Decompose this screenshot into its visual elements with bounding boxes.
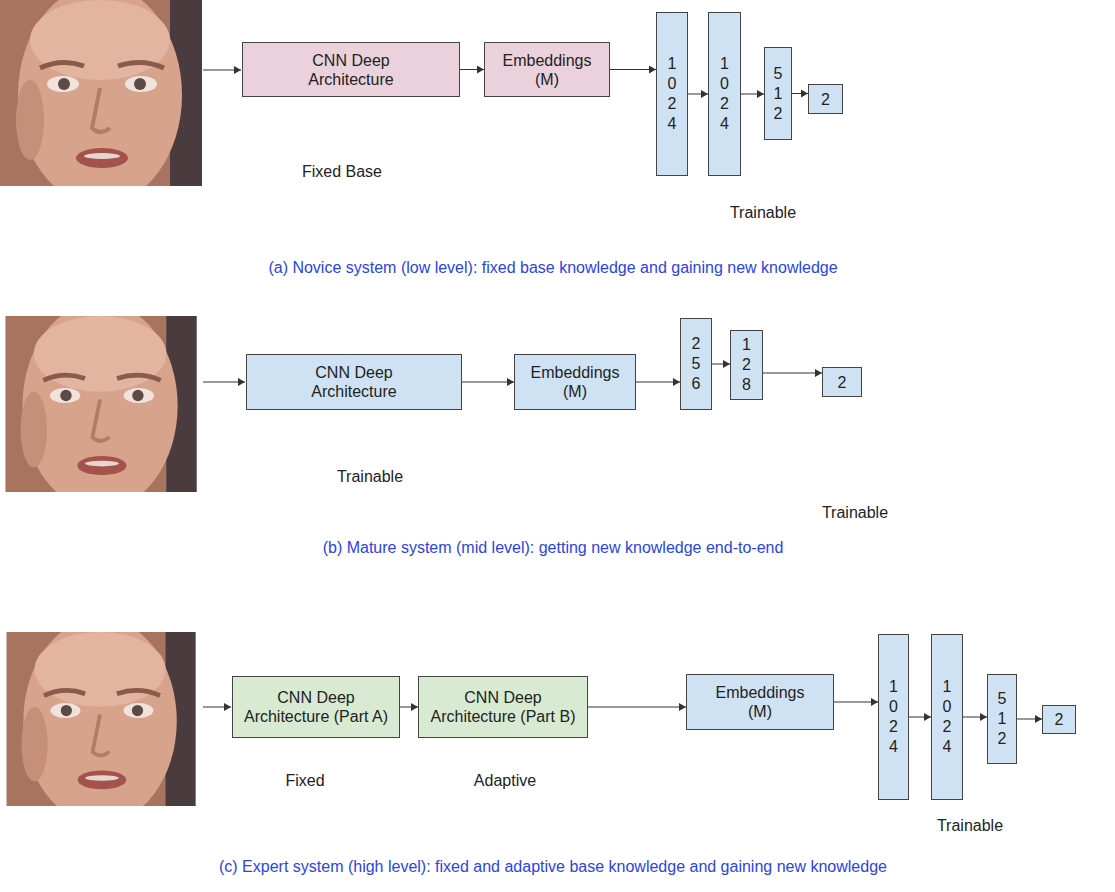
box-label: Embeddings (M) xyxy=(528,363,623,401)
box-label: 2 xyxy=(1055,710,1064,729)
input-arrow xyxy=(203,382,245,383)
layer-size: 1024 xyxy=(889,677,899,757)
input-arrow xyxy=(203,707,231,708)
layer-size: 128 xyxy=(742,335,752,395)
connector-arrow xyxy=(400,707,418,708)
box-label: 2 xyxy=(821,90,830,109)
face-photo xyxy=(5,302,196,510)
process-box: CNN Deep Architecture (Part A) xyxy=(232,676,400,738)
panel-caption: (c) Expert system (high level): fixed an… xyxy=(219,857,887,876)
part-label: Trainable xyxy=(937,816,1003,835)
connector-arrow xyxy=(460,69,484,70)
connector-arrow xyxy=(610,69,656,70)
layer-box: 1024 xyxy=(708,12,741,176)
box-label: CNN Deep Architecture xyxy=(279,363,429,401)
layer-size: 1024 xyxy=(667,54,677,134)
layer-box: 256 xyxy=(680,318,712,410)
layer-size: 512 xyxy=(773,64,783,124)
layer-box: 1024 xyxy=(931,634,963,800)
box-label: CNN Deep Architecture xyxy=(276,51,426,89)
layer-box: 1024 xyxy=(656,12,688,176)
connector-arrow xyxy=(963,717,987,718)
process-box: Embeddings (M) xyxy=(484,42,610,97)
face-photo xyxy=(0,0,202,205)
connector-arrow xyxy=(636,382,680,383)
part-label: Trainable xyxy=(730,203,796,222)
box-label: CNN Deep Architecture (Part A) xyxy=(241,688,391,726)
connector-arrow xyxy=(688,94,708,95)
layer-size: 512 xyxy=(997,689,1007,749)
process-box: Embeddings (M) xyxy=(514,354,636,410)
process-box: 2 xyxy=(822,367,862,397)
layer-size: 256 xyxy=(691,334,701,394)
panel-caption: (b) Mature system (mid level): getting n… xyxy=(323,538,784,557)
face-photo xyxy=(7,618,196,824)
part-label: Fixed Base xyxy=(302,162,382,181)
process-box: 2 xyxy=(1042,705,1076,734)
box-label: Embeddings (M) xyxy=(713,683,808,721)
box-label: 2 xyxy=(838,373,847,392)
connector-arrow xyxy=(741,94,764,95)
process-box: CNN Deep Architecture xyxy=(246,354,462,410)
connector-arrow xyxy=(834,702,878,703)
layer-box: 512 xyxy=(764,47,792,140)
part-label: Adaptive xyxy=(474,771,536,790)
part-label: Trainable xyxy=(822,503,888,522)
part-label: Fixed xyxy=(285,771,324,790)
connector-arrow xyxy=(909,717,931,718)
box-label: Embeddings (M) xyxy=(500,51,595,89)
connector-arrow xyxy=(763,373,822,374)
layer-size: 1024 xyxy=(720,54,730,134)
layer-box: 128 xyxy=(730,330,763,400)
connector-arrow xyxy=(462,382,514,383)
part-label: Trainable xyxy=(337,467,403,486)
layer-size: 1024 xyxy=(942,677,952,757)
process-box: CNN Deep Architecture xyxy=(242,42,460,97)
process-box: 2 xyxy=(808,84,843,114)
connector-arrow xyxy=(1017,719,1042,720)
box-label: CNN Deep Architecture (Part B) xyxy=(428,688,578,726)
connector-arrow xyxy=(712,364,730,365)
connector-arrow xyxy=(792,93,808,94)
input-arrow xyxy=(203,70,241,71)
process-box: Embeddings (M) xyxy=(686,674,834,730)
panel-caption: (a) Novice system (low level): fixed bas… xyxy=(268,258,837,277)
layer-box: 512 xyxy=(987,674,1017,764)
connector-arrow xyxy=(588,707,686,708)
process-box: CNN Deep Architecture (Part B) xyxy=(418,676,588,738)
layer-box: 1024 xyxy=(878,634,909,800)
